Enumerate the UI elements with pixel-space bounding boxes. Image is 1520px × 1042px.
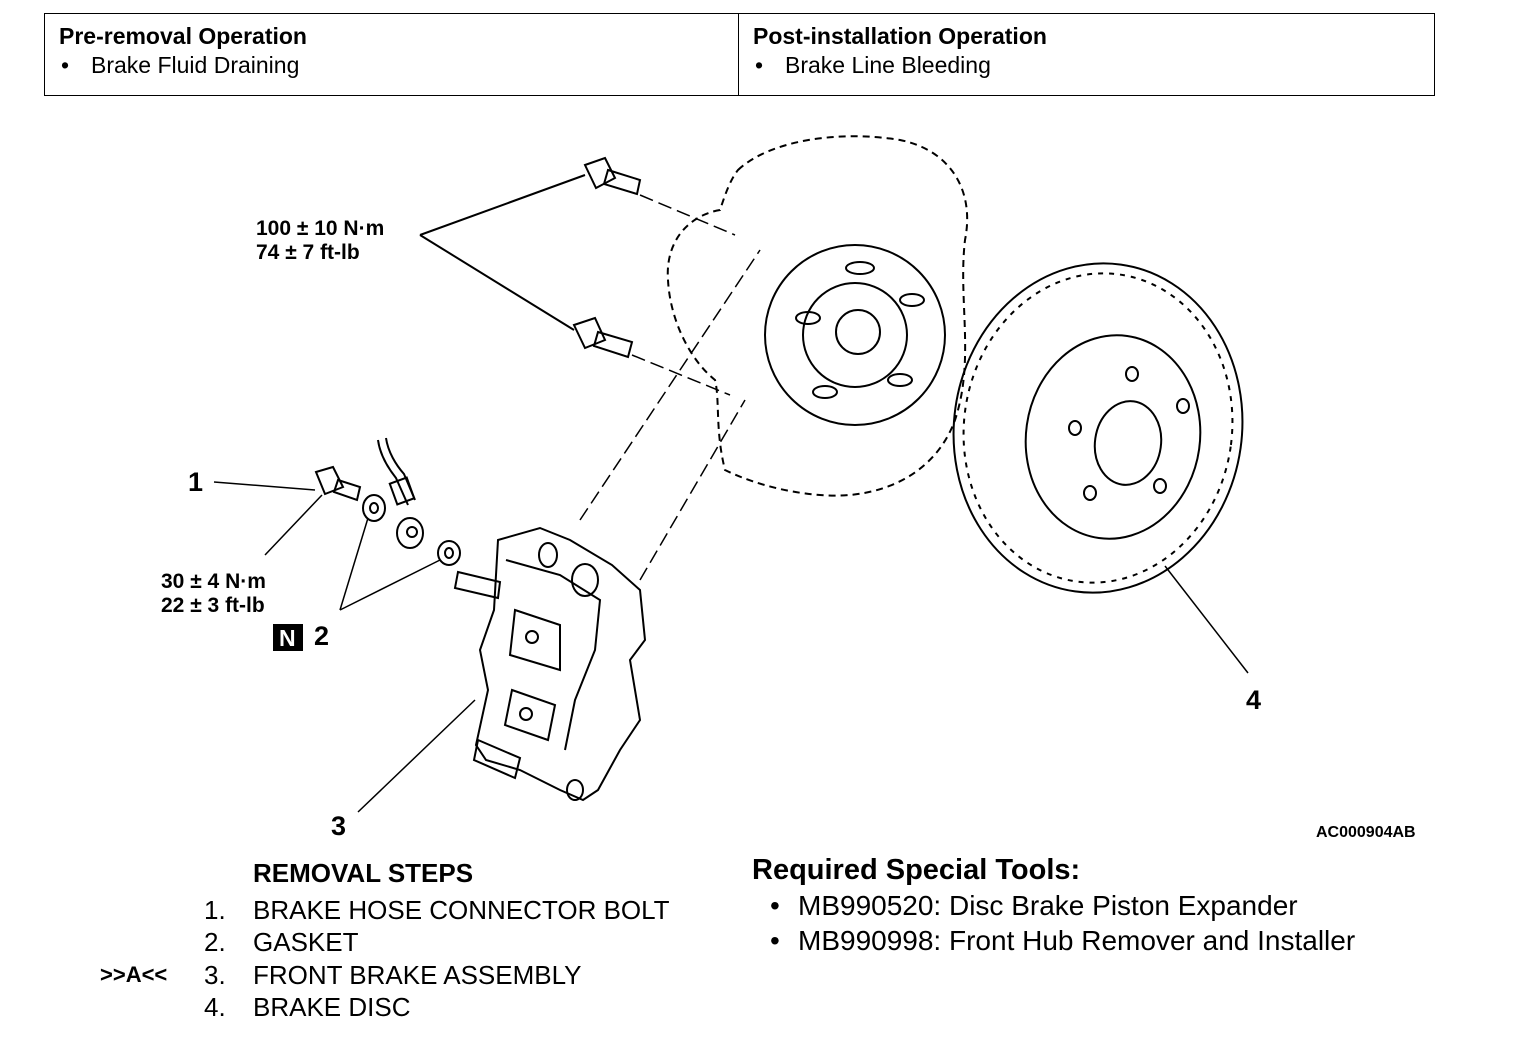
post-installation-item: • Brake Line Bleeding xyxy=(753,50,1434,80)
new-part-badge xyxy=(273,624,303,651)
brake-hose-connector-bolt xyxy=(314,465,362,502)
bullet-icon: • xyxy=(770,890,780,921)
bullet-icon: • xyxy=(755,52,764,78)
special-tools: Required Special Tools: • MB990520: Disc … xyxy=(752,852,1355,958)
steering-knuckle-drawing xyxy=(666,135,969,497)
bullet-icon: • xyxy=(770,925,780,956)
post-installation-column: Post-installation Operation • Brake Line … xyxy=(739,14,1434,95)
post-installation-item-text: Brake Line Bleeding xyxy=(785,52,991,78)
step-text: GASKET xyxy=(253,927,359,957)
post-installation-title: Post-installation Operation xyxy=(753,23,1047,49)
hub-drawing xyxy=(764,244,946,426)
new-part-letter: N xyxy=(279,625,296,651)
callout-1: 1 xyxy=(188,467,203,497)
gasket-drawing xyxy=(362,494,461,566)
operations-table: Pre-removal Operation • Brake Fluid Drain… xyxy=(44,13,1435,96)
torque-bolt-ftlb: 22 ± 3 ft-lb xyxy=(161,594,265,617)
torque-bolt-nm: 30 ± 4 N·m xyxy=(161,570,266,593)
bullet-icon: • xyxy=(61,52,70,78)
brake-disc-drawing xyxy=(952,262,1244,594)
step-text: BRAKE DISC xyxy=(253,992,411,1022)
tool-text: MB990520: Disc Brake Piston Expander xyxy=(798,890,1298,921)
step-marker: >>A<< xyxy=(100,962,168,987)
tool-text: MB990998: Front Hub Remover and Installe… xyxy=(798,925,1356,956)
brake-hose-drawing xyxy=(377,437,424,549)
removal-steps-title: REMOVAL STEPS xyxy=(253,858,474,888)
pre-removal-column: Pre-removal Operation • Brake Fluid Drain… xyxy=(45,14,739,95)
callout-2: 2 xyxy=(314,621,329,651)
figure-code: AC000904AB xyxy=(1316,824,1416,841)
list-item: • MB990998: Front Hub Remover and Install… xyxy=(752,923,1355,958)
pre-removal-item-text: Brake Fluid Draining xyxy=(91,52,300,78)
step-number: 1. xyxy=(204,895,226,925)
callout-3: 3 xyxy=(331,811,346,841)
special-tools-title: Required Special Tools: xyxy=(752,854,1081,886)
upper-mounting-bolt xyxy=(583,156,642,196)
step-number: 4. xyxy=(204,992,226,1022)
torque-top-nm: 100 ± 10 N·m xyxy=(256,217,384,240)
step-text: FRONT BRAKE ASSEMBLY xyxy=(253,960,582,990)
pre-removal-title: Pre-removal Operation xyxy=(59,23,307,49)
callout-4: 4 xyxy=(1246,685,1261,715)
pre-removal-item: • Brake Fluid Draining xyxy=(59,50,738,80)
step-text: BRAKE HOSE CONNECTOR BOLT xyxy=(253,895,670,925)
step-number: 3. xyxy=(204,960,226,990)
torque-top-ftlb: 74 ± 7 ft-lb xyxy=(256,241,360,264)
list-item: • MB990520: Disc Brake Piston Expander xyxy=(752,888,1355,923)
step-number: 2. xyxy=(204,927,226,957)
front-brake-assembly-drawing xyxy=(453,526,647,802)
lower-mounting-bolt xyxy=(572,316,634,359)
